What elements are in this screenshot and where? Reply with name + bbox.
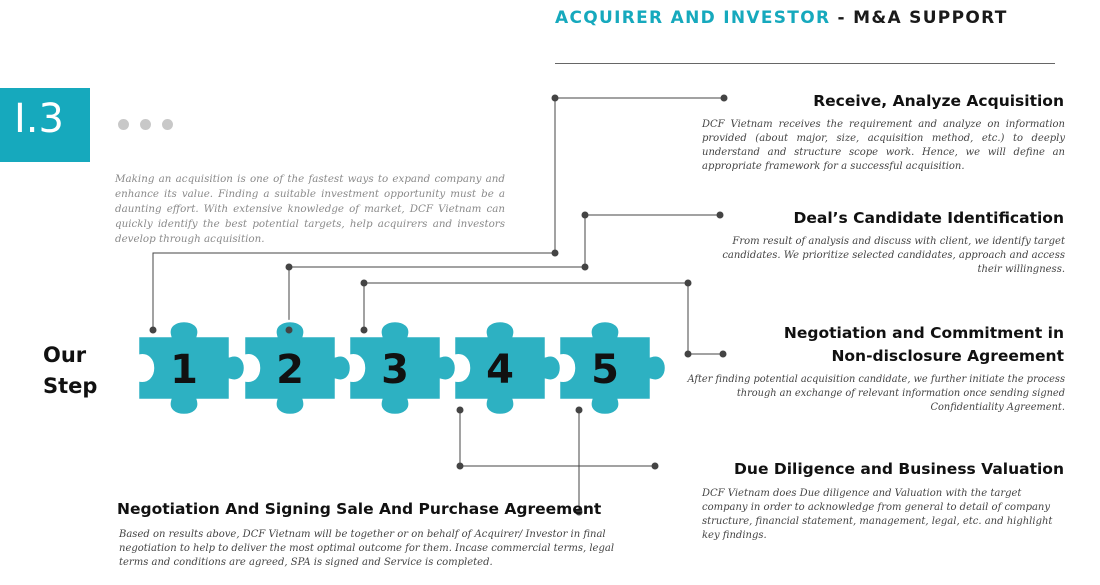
connector-dot [719,350,727,358]
step2-title: Deal’s Candidate Identification [793,209,1065,227]
connector-dot [551,94,559,102]
our-step-line1: Our [43,343,87,367]
connector-lines [152,97,724,512]
connector-dot [720,94,728,102]
header-dark-text: M&A SUPPORT [853,8,1008,28]
header-divider [555,63,1055,64]
dot [118,119,129,130]
puzzle-number-5: 5 [591,347,619,393]
header-separator: - [830,8,854,28]
connector-step4 [459,410,655,467]
step4-description: DCF Vietnam does Due diligence and Valua… [702,488,1053,541]
connector-dot [551,249,559,257]
step2-description: From result of analysis and discuss with… [722,236,1065,275]
step5-description: Based on results above, DCF Vietnam will… [119,529,615,568]
connector-dot [684,279,692,287]
step3-title-line2: Non-disclosure Agreement [831,347,1064,365]
puzzle-number-3: 3 [381,347,409,393]
connector-dot [285,326,293,334]
connector-dot [360,326,368,334]
puzzle-number-2: 2 [276,347,304,393]
page-header: ACQUIRER AND INVESTOR - M&A SUPPORT [555,8,1008,28]
connector-dot [360,279,368,287]
header-accent-text: ACQUIRER AND INVESTOR [555,8,831,28]
connector-dot [651,462,659,470]
connector-dot [456,462,464,470]
our-step-line2: Step [43,374,98,398]
puzzle-number-1: 1 [170,347,198,393]
step5-title: Negotiation And Signing Sale And Purchas… [117,500,602,518]
step3-description: After finding potential acquisition cand… [687,374,1065,413]
step1-description: DCF Vietnam receives the requirement and… [702,119,1065,172]
connector-step2 [288,214,720,330]
connector-dots [149,94,728,516]
step1-title: Receive, Analyze Acquisition [813,92,1064,110]
puzzle-number-4: 4 [486,347,514,393]
connector-dot [149,326,157,334]
connector-dot [285,263,293,271]
connector-dot [684,350,692,358]
connector-dot [575,406,583,414]
step3-title: Negotiation and Commitment in Non-disclo… [784,322,1064,368]
connector-dot [581,263,589,271]
step3-title-line1: Negotiation and Commitment in [783,324,1064,342]
connector-dot [456,406,464,414]
dots-icon [118,119,173,130]
dot [140,119,151,130]
dot [162,119,173,130]
connector-dot [581,211,589,219]
connector-dot [716,211,724,219]
connector-step1 [152,97,724,330]
step4-title: Due Diligence and Business Valuation [734,460,1064,478]
connector-dot [575,508,583,516]
our-step-label: Our Step [43,340,97,402]
intro-text: Making an acquisition is one of the fast… [115,173,505,245]
section-badge: I.3 [0,88,90,162]
